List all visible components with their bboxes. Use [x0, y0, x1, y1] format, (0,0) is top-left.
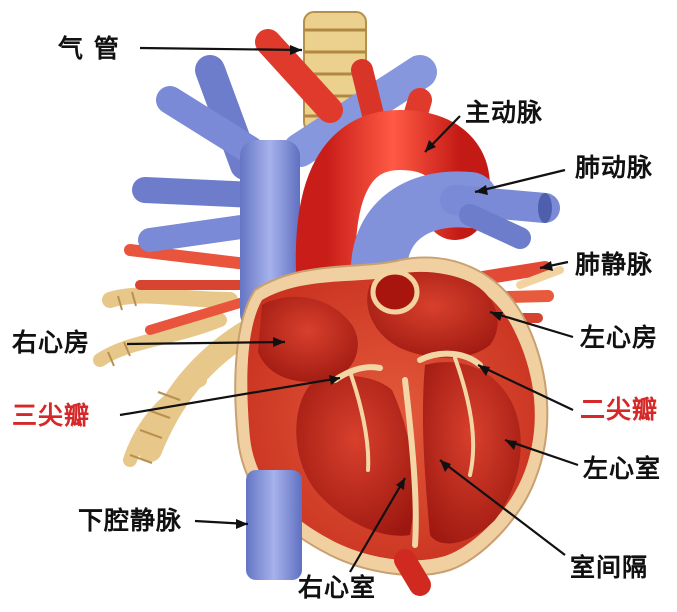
label-septum: 室间隔 [570, 555, 648, 580]
label-trachea: 气 管 [58, 36, 120, 61]
label-aorta: 主动脉 [465, 100, 543, 125]
inferior-vena-cava-shape [246, 470, 302, 580]
label-mitral-valve: 二尖瓣 [580, 397, 658, 422]
left-lung-vessels [130, 250, 255, 330]
label-inferior-vena-cava: 下腔静脉 [78, 508, 182, 533]
label-right-ventricle: 右心室 [298, 575, 376, 600]
label-right-atrium: 右心房 [12, 330, 90, 355]
descending-aorta-shape [405, 560, 420, 585]
label-left-atrium: 左心房 [580, 325, 658, 350]
label-left-ventricle: 左心室 [583, 456, 661, 481]
label-tricuspid-valve: 三尖瓣 [12, 403, 90, 428]
label-pulmonary-vein: 肺静脉 [575, 252, 653, 277]
label-pulmonary-artery: 肺动脉 [575, 155, 653, 180]
